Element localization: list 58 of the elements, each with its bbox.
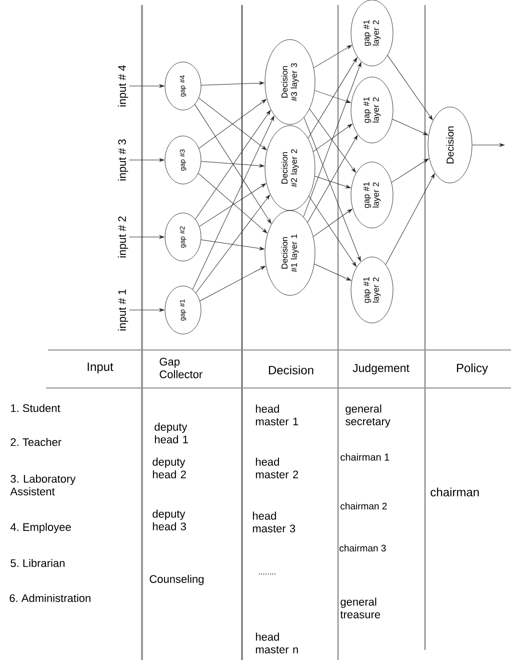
arrow xyxy=(314,44,352,68)
arrow xyxy=(200,81,264,86)
table-text: Counseling xyxy=(150,574,204,586)
table-text: head master 3 xyxy=(252,512,296,532)
table-text: 6. Administration xyxy=(10,594,90,602)
arrow xyxy=(200,161,264,168)
input-label: input # 1 xyxy=(118,289,128,330)
table-text: deputy head 1 xyxy=(154,422,188,444)
arrow xyxy=(313,208,352,237)
table-text: 3. Laboratory Assistent xyxy=(10,474,76,496)
table-text: deputy head 2 xyxy=(152,458,186,478)
table-text: 2. Teacher xyxy=(10,438,62,446)
table-text: chairman 3 xyxy=(340,544,386,552)
input-label: input # 4 xyxy=(118,65,128,106)
table-text: deputy head 3 xyxy=(152,510,186,530)
table-text: general treasure xyxy=(340,598,380,618)
arrow xyxy=(387,55,433,120)
table-text: head master 1 xyxy=(256,404,298,426)
column-header: Decision xyxy=(268,366,314,374)
table-text: 4. Employee xyxy=(10,522,71,534)
input-label: input # 3 xyxy=(118,139,128,180)
column-header: Gap Collector xyxy=(160,358,202,378)
arrow xyxy=(198,173,268,234)
arrow xyxy=(200,266,266,302)
table-text: chairman 1 xyxy=(340,453,390,461)
arrow xyxy=(308,196,356,267)
arrow xyxy=(196,194,270,294)
arrow xyxy=(129,308,164,312)
table-text: general secretary xyxy=(346,404,390,428)
arrow xyxy=(199,183,266,227)
arrow xyxy=(314,176,351,188)
input-label: input # 2 xyxy=(118,216,128,258)
arrow xyxy=(314,264,352,281)
column-header: Judgement xyxy=(352,364,410,374)
arrow xyxy=(385,173,435,265)
arrow xyxy=(304,117,361,262)
column-header: Policy xyxy=(457,363,488,375)
table-text: 1. Student xyxy=(11,404,60,412)
arrow xyxy=(129,158,164,162)
table-text: chairman xyxy=(430,488,479,496)
arrow xyxy=(391,158,429,183)
table-text: head master n xyxy=(256,632,298,654)
arrow xyxy=(129,84,164,88)
arrow xyxy=(308,57,358,138)
arrow xyxy=(129,235,164,239)
arrow xyxy=(472,143,504,147)
table-text: 5. Librarian xyxy=(10,558,64,568)
arrow xyxy=(313,124,352,152)
arrow xyxy=(200,239,264,250)
table-text: chairman 2 xyxy=(340,502,387,510)
arrow xyxy=(303,62,362,218)
arrow xyxy=(307,135,358,223)
table-text: head master 2 xyxy=(256,458,298,478)
arrow xyxy=(192,116,274,290)
arrow xyxy=(392,118,428,136)
arrow xyxy=(314,90,351,103)
arrow xyxy=(309,108,356,173)
column-header: Input xyxy=(88,362,114,374)
